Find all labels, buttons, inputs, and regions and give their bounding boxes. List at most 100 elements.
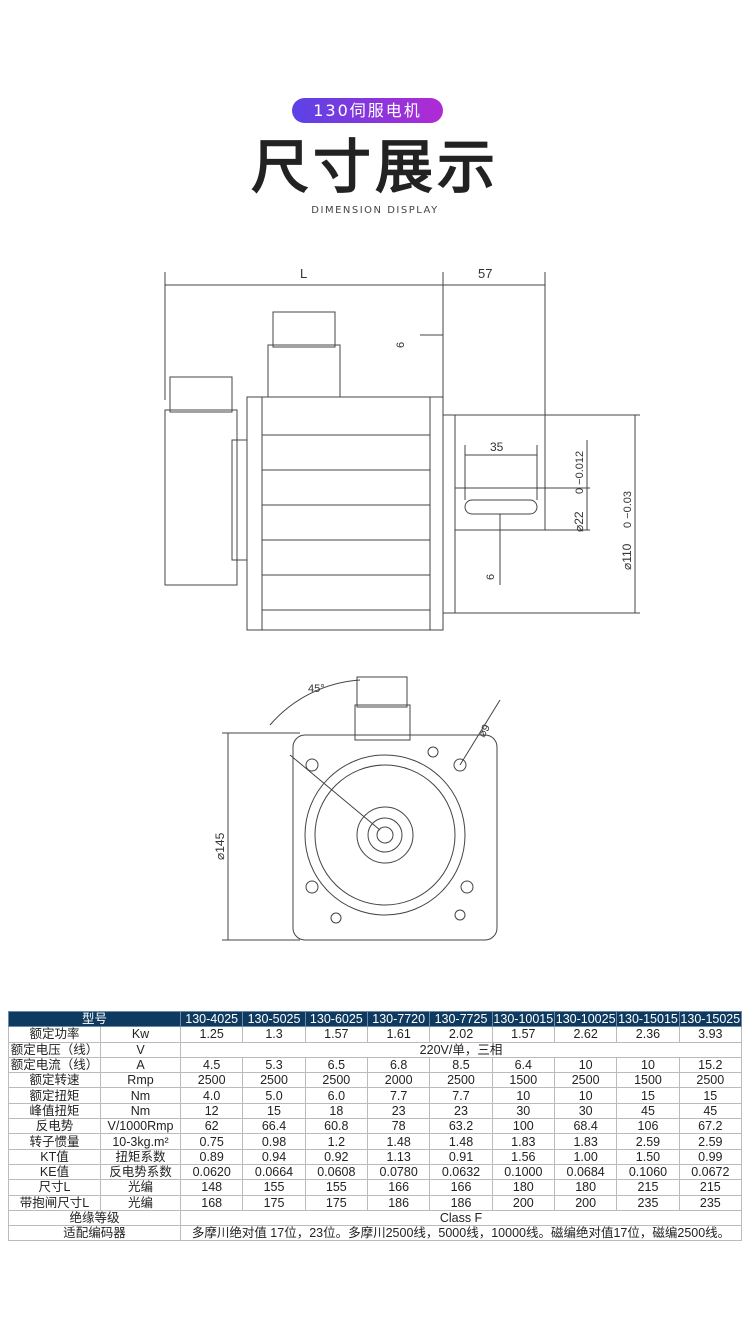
cell-value: 1.56	[491, 1148, 555, 1165]
cell-value: 15	[678, 1087, 743, 1104]
front-view: 45° ⌀9 ⌀145	[213, 676, 501, 941]
cell-value: 8.5	[429, 1056, 493, 1074]
cell-value: 78	[366, 1118, 431, 1135]
model-header: 130-15025	[678, 1010, 743, 1028]
cell-value: 106	[616, 1118, 680, 1135]
cell-value: 235	[678, 1194, 743, 1211]
row-name: 尺寸L	[8, 1179, 101, 1196]
row-name: 带抱闸尺寸L	[8, 1194, 101, 1211]
row-unit: V/1000Rmp	[99, 1118, 182, 1135]
row-unit: Rmp	[99, 1072, 182, 1089]
cell-value: 2500	[242, 1072, 306, 1089]
cell-value: 1.83	[553, 1133, 618, 1150]
cell-value: 7.7	[366, 1087, 431, 1104]
row-name: 反电势	[8, 1118, 101, 1135]
cell-value: 6.5	[304, 1056, 369, 1074]
cell-value: 67.2	[678, 1118, 743, 1135]
cell-value: 23	[429, 1102, 493, 1120]
cell-value: 1.61	[366, 1026, 431, 1043]
cell-value: 15.2	[678, 1056, 743, 1074]
cell-value: 45	[616, 1102, 680, 1120]
cell-value: 10	[491, 1087, 555, 1104]
page-title: 尺寸展示	[250, 133, 499, 201]
row-unit: 10-3kg.m²	[99, 1133, 182, 1150]
cell-value: 1.57	[304, 1026, 369, 1043]
cell-value: 175	[242, 1194, 306, 1211]
cell-value: 215	[616, 1179, 680, 1196]
row-name: 额定扭矩	[8, 1087, 101, 1104]
cell-value: 7.7	[429, 1087, 493, 1104]
dim-key-width: 6	[485, 574, 497, 580]
row-span-value: 多摩川绝对值 17位，23位。多摩川2500线，5000线，10000线。磁编绝…	[180, 1225, 742, 1242]
product-badge: 130伺服电机	[292, 98, 443, 123]
model-header: 130-10025	[553, 1010, 618, 1028]
cell-value: 186	[366, 1194, 431, 1211]
row-name: 额定电流（线）	[8, 1056, 101, 1074]
dim-key-offset: 6	[395, 342, 407, 348]
cell-value: 2500	[678, 1072, 743, 1089]
cell-value: 30	[553, 1102, 618, 1120]
cell-value: 1.50	[616, 1148, 680, 1165]
model-header: 130-7720	[366, 1010, 431, 1028]
row-name: 额定电压（线）	[8, 1041, 101, 1058]
cell-value: 1.48	[366, 1133, 431, 1150]
model-header: 130-6025	[304, 1010, 369, 1028]
cell-value: 2500	[304, 1072, 369, 1089]
cell-value: 200	[491, 1194, 555, 1211]
cell-value: 0.99	[678, 1148, 743, 1165]
dim-key-length: 35	[490, 440, 504, 454]
row-unit: V	[99, 1041, 182, 1058]
dim-length: L	[300, 266, 307, 281]
side-view: L 57 6 35 6 ⌀22 0 −0.012 ⌀110 0 −0.03	[164, 266, 640, 631]
cell-value: 1.57	[491, 1026, 555, 1043]
row-unit: 光编	[99, 1194, 182, 1211]
cell-value: 2.02	[429, 1026, 493, 1043]
cell-value: 2500	[429, 1072, 493, 1089]
cell-value: 15	[616, 1087, 680, 1104]
cell-value: 4.5	[180, 1056, 244, 1074]
row-unit: 扭矩系数	[99, 1148, 182, 1165]
dim-shaft-length: 57	[478, 266, 492, 281]
cell-value: 66.4	[242, 1118, 306, 1135]
cell-value: 0.98	[242, 1133, 306, 1150]
row-unit: A	[99, 1056, 182, 1074]
cell-value: 45	[678, 1102, 743, 1120]
model-header: 130-10015	[491, 1010, 555, 1028]
model-header: 130-7725	[429, 1010, 493, 1028]
cell-value: 0.91	[429, 1148, 493, 1165]
cell-value: 1.13	[366, 1148, 431, 1165]
cell-value: 10	[553, 1087, 618, 1104]
row-span-value: Class F	[180, 1209, 742, 1227]
cell-value: 0.0632	[429, 1163, 493, 1181]
cell-value: 0.0664	[242, 1163, 306, 1181]
row-name: KT值	[8, 1148, 101, 1165]
cell-value: 155	[242, 1179, 306, 1196]
row-span-value: 220V/单，三相	[180, 1041, 742, 1058]
cell-value: 0.1060	[616, 1163, 680, 1181]
cell-value: 2.62	[553, 1026, 618, 1043]
cell-value: 1500	[616, 1072, 680, 1089]
cell-value: 175	[304, 1194, 369, 1211]
cell-value: 1500	[491, 1072, 555, 1089]
cell-value: 0.94	[242, 1148, 306, 1165]
cell-value: 168	[180, 1194, 244, 1211]
row-name: 绝缘等级	[7, 1209, 182, 1227]
cell-value: 186	[429, 1194, 493, 1211]
cell-value: 5.0	[242, 1087, 306, 1104]
cell-value: 1.83	[491, 1133, 555, 1150]
cell-value: 10	[553, 1056, 618, 1074]
cell-value: 0.0684	[553, 1163, 618, 1181]
cell-value: 60.8	[304, 1118, 369, 1135]
cell-value: 30	[491, 1102, 555, 1120]
shaft-tolerance: 0 −0.012	[574, 451, 586, 494]
cell-value: 18	[304, 1102, 369, 1120]
spigot-tolerance: 0 −0.03	[622, 491, 634, 528]
